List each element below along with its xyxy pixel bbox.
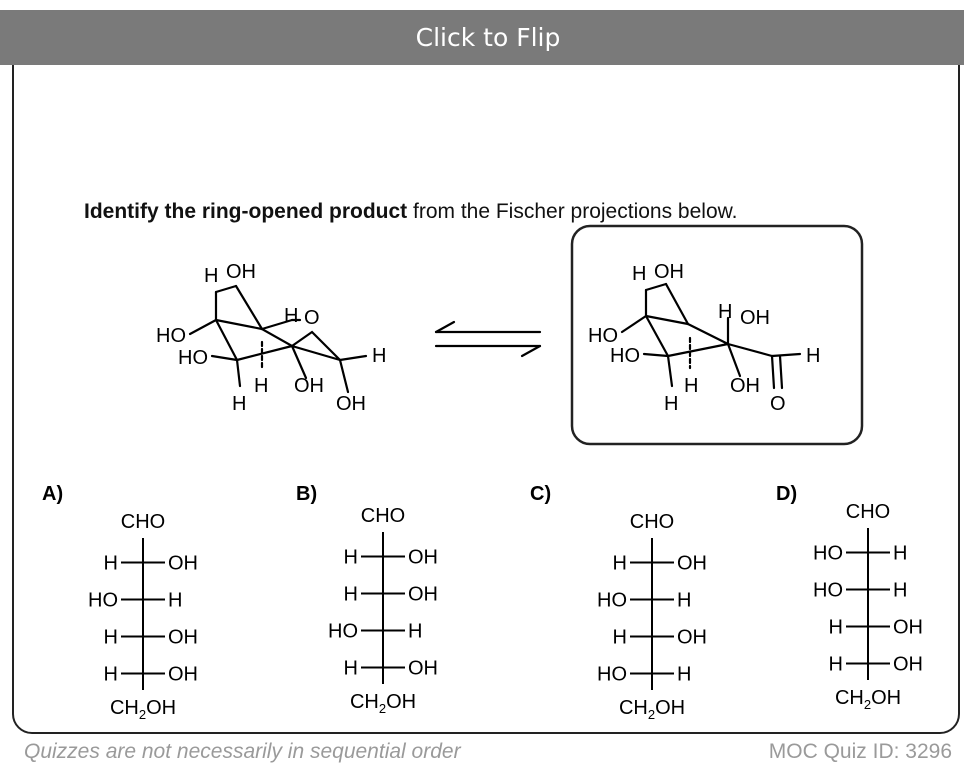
ring-label-1: H [204,265,218,287]
ring-label-8: H [254,375,268,397]
option-1-row-2-left: HO [88,590,118,612]
option-1-row-1-right: OH [168,553,198,575]
ring-label-6: HO [178,347,208,369]
question-rest: from the Fischer projections below. [407,200,738,223]
option-1-row-2-right: H [168,590,182,612]
option-4-row-2-left: HO [813,580,843,602]
open-label-8: H [684,375,698,397]
option-4-row-4-left: H [829,654,843,676]
ring-label-2: OH [226,261,256,283]
open-label-3: H [718,301,732,323]
option-2-letter: B) [296,483,317,505]
open-chain-structure: H OH H OH HO HO H H H OH H O [588,261,820,415]
option-1-bottom: CH2OH [110,697,176,722]
flashcard[interactable]: Identify the ring-opened product from th… [12,12,960,734]
option-4-top: CHO [846,501,890,523]
option-2-row-4-right: OH [408,658,438,680]
option-2-row-1-left: H [344,547,358,569]
open-label-6: HO [610,345,640,367]
open-label-12: O [770,393,786,415]
option-4-row-3-right: OH [893,617,923,639]
option-1-row-3-right: OH [168,627,198,649]
option-3-row-4-left: HO [597,664,627,686]
ring-label-10: OH [294,375,324,397]
option-1-letter: A) [42,483,63,505]
open-label-4: OH [740,307,770,329]
ring-label-3: H [284,305,298,327]
option-2-row-2-left: H [344,584,358,606]
ring-label-12: OH [336,393,366,415]
ring-label-5: HO [156,325,186,347]
ring-label-9: H [372,345,386,367]
option-3-bottom: CH2OH [619,697,685,722]
open-label-9: H [806,345,820,367]
option-4-row-1-left: HO [813,543,843,565]
question-text: Identify the ring-opened product from th… [84,200,904,224]
open-label-5: HO [588,325,618,347]
option-3-row-4-right: H [677,664,691,686]
option-4-row-3-left: H [829,617,843,639]
open-label-2: OH [654,261,684,283]
option-2-row-4-left: H [344,658,358,680]
option-2-top: CHO [361,505,405,527]
option-3-top: CHO [630,511,674,533]
option-4-letter: D) [776,483,797,505]
open-label-10: OH [730,375,760,397]
option-1-row-4-left: H [104,664,118,686]
option-4-row-4-right: OH [893,654,923,676]
option-2-row-3-left: HO [328,621,358,643]
equilibrium-arrows [434,320,542,358]
top-bar [0,10,964,65]
option-4-row-1-right: H [893,543,907,565]
option-2-row-3-right: H [408,621,422,643]
ring-label-7: H [232,393,246,415]
option-3-row-2-right: H [677,590,691,612]
option-1-top: CHO [121,511,165,533]
quiz-id: MOC Quiz ID: 3296 [768,740,952,763]
option-3-row-3-left: H [613,627,627,649]
question-bold: Identify the ring-opened product [84,200,408,223]
option-3-row-2-left: HO [597,590,627,612]
option-2-row-2-right: OH [408,584,438,606]
option-3-row-1-left: H [613,553,627,575]
option-4-bottom: CH2OH [835,687,901,712]
footer-note: Quizzes are not necessarily in sequentia… [24,740,461,763]
option-2-bottom: CH2OH [350,691,416,716]
option-2-row-1-right: OH [408,547,438,569]
click-to-flip-button[interactable]: Click to Flip [415,23,561,52]
open-label-1: H [632,263,646,285]
option-1-row-3-left: H [104,627,118,649]
option-4-row-2-right: H [893,580,907,602]
option-1-row-4-right: OH [168,664,198,686]
pyranose-chair-structure: H OH H O HO HO H H H OH H OH [156,261,386,415]
option-1-row-1-left: H [104,553,118,575]
option-3-row-3-right: OH [677,627,707,649]
option-3-letter: C) [530,483,551,505]
answer-highlight-box [570,224,864,446]
ring-label-4: O [304,307,320,329]
open-label-7: H [664,393,678,415]
option-3-row-1-right: OH [677,553,707,575]
